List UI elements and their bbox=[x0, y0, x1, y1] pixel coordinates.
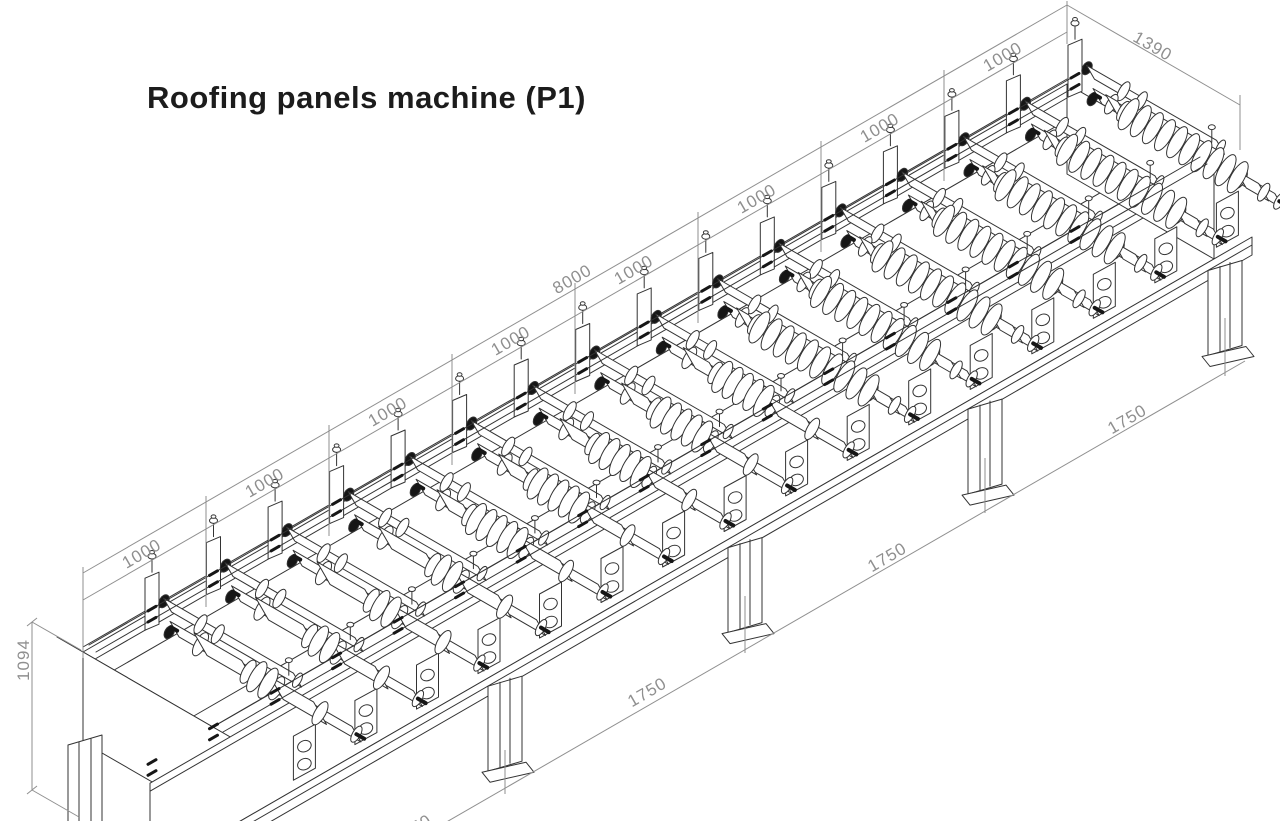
dim-pitch-2: 1000 bbox=[242, 464, 288, 501]
roller-station bbox=[821, 159, 1043, 352]
dimension-lines bbox=[26, 1, 1246, 821]
roller-station bbox=[944, 88, 1166, 281]
roller-station bbox=[206, 514, 428, 708]
dim-pitch-5: 1000 bbox=[611, 251, 657, 288]
dim-pitch-7: 1000 bbox=[857, 109, 903, 146]
roller-station bbox=[329, 443, 551, 637]
drawing-title: Roofing panels machine (P1) bbox=[147, 80, 586, 115]
roller-station bbox=[636, 265, 859, 459]
roller-station bbox=[390, 407, 613, 601]
dim-pitch-8: 1000 bbox=[980, 38, 1026, 75]
roller-station bbox=[1067, 17, 1280, 210]
roller-station bbox=[1005, 52, 1228, 246]
roller-station bbox=[575, 301, 797, 495]
dim-pitch-3: 1000 bbox=[365, 393, 411, 430]
dim-leg-spacing-2: 1750 bbox=[864, 539, 910, 576]
tie-rods bbox=[88, 71, 1208, 777]
dim-height: 1094 bbox=[14, 639, 33, 681]
dim-leg-spacing-1: 1750 bbox=[624, 674, 670, 711]
roller-station bbox=[144, 550, 367, 743]
dim-leg-spacing-3: 1750 bbox=[1104, 401, 1150, 438]
dim-pitch-1: 1000 bbox=[119, 535, 165, 572]
dim-leg-spacing-partial: 1750 bbox=[389, 811, 435, 821]
dim-total-length: 8000 bbox=[549, 261, 595, 298]
machine-body bbox=[56, 17, 1280, 821]
roller-station bbox=[452, 372, 674, 566]
roller-station bbox=[759, 194, 982, 388]
dim-pitch-4: 1000 bbox=[488, 322, 534, 359]
roller-station bbox=[513, 336, 736, 530]
dim-pitch-6: 1000 bbox=[734, 180, 780, 217]
roller-station bbox=[698, 230, 920, 423]
dim-width: 1390 bbox=[1130, 28, 1176, 65]
